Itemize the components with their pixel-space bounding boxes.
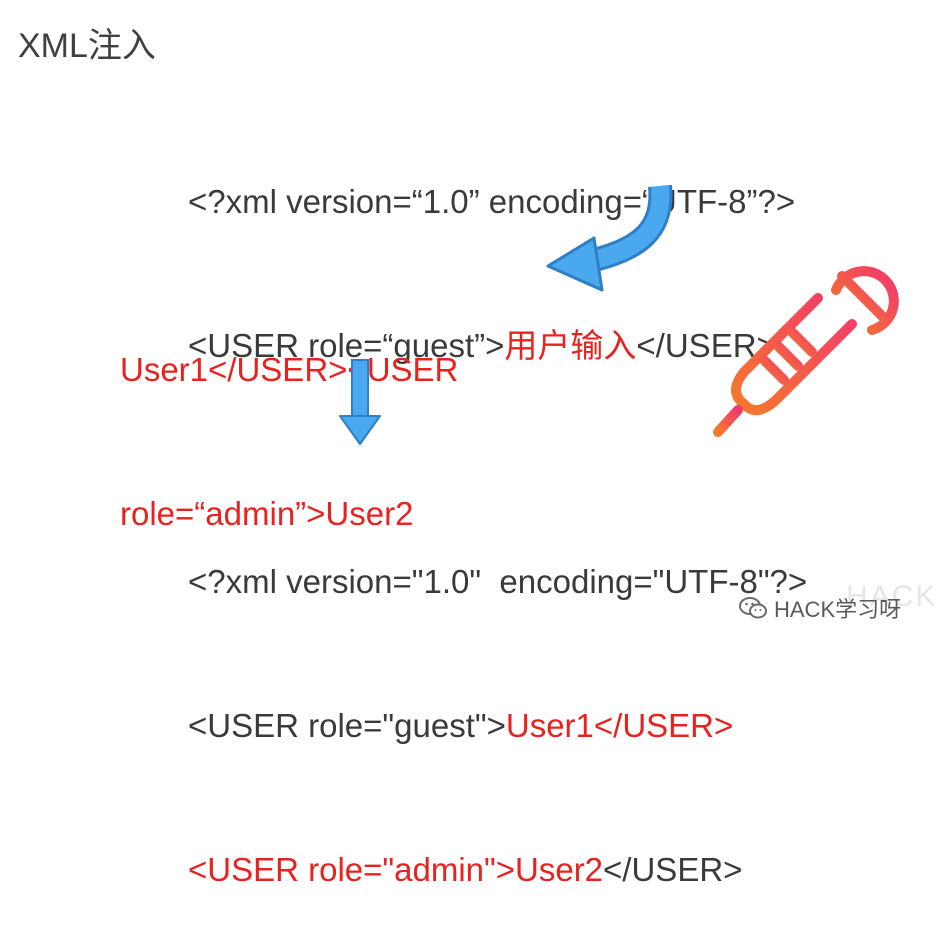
- result-admin-line: <USER role="admin">User2</USER>: [188, 846, 807, 894]
- result-xml-declaration: <?xml version="1.0" encoding="UTF-8"?>: [188, 563, 808, 600]
- user-element-line: <USER role=“guest”>用户输入</USER>: [188, 322, 795, 370]
- slide-title: XML注入: [18, 27, 156, 65]
- user-input-placeholder: 用户输入: [504, 327, 637, 364]
- watermark: HACK学习呀: [738, 592, 901, 624]
- user-open-tag: <USER role=“guest”>: [188, 327, 505, 364]
- injected-input-line-1: User1</USER><USER: [120, 351, 459, 388]
- injected-input-line-2: role=“admin”>User2: [120, 495, 414, 532]
- syringe-icon: [713, 266, 899, 437]
- curved-arrow-icon: [546, 184, 673, 292]
- result-user1-close: User1</USER>: [505, 707, 734, 744]
- result-admin-tag: <USER role="admin">User2: [188, 851, 604, 888]
- diagram-graphics: [339, 184, 899, 445]
- original-xml-block: <?xml version=“1.0” encoding=“UTF-8”?> <…: [188, 82, 795, 418]
- xml-declaration: <?xml version=“1.0” encoding=“UTF-8”?>: [188, 183, 796, 220]
- malicious-input-block: User1</USER><USER role=“admin”>User2: [120, 250, 458, 586]
- result-guest-tag: <USER role="guest">: [188, 707, 506, 744]
- wechat-icon: [739, 597, 767, 619]
- watermark-text: HACK学习呀: [774, 597, 902, 622]
- faded-watermark-text: HACK: [846, 580, 938, 613]
- down-arrow-icon: [339, 359, 381, 445]
- result-admin-close: </USER>: [603, 851, 743, 888]
- result-guest-line: <USER role="guest">User1</USER>: [188, 702, 807, 750]
